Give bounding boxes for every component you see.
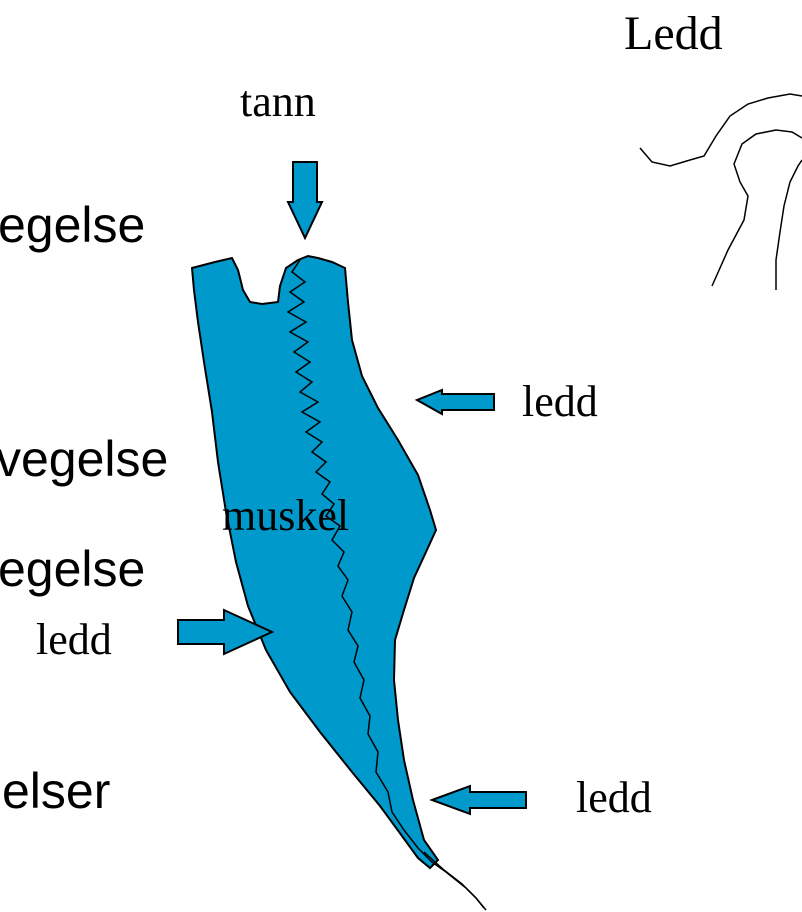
tooth-arrow [288,162,322,238]
left-text-line-2: vegelse [0,434,168,484]
jaw-sketch-lower [712,130,802,286]
muscle-label: muskel [222,494,349,538]
left-text-line-4: elser [2,766,110,816]
tooth-label: tann [240,80,316,124]
diagram-title: Ledd [624,10,723,58]
joint-label-lower-right: ledd [576,776,652,820]
jaw-body-shape [192,256,438,868]
jaw-sketch-inner [776,160,802,290]
left-text-line-3: egelse [0,544,145,594]
joint-arrow-lower-right [432,786,526,814]
left-text-line-1: egelse [0,200,145,250]
joint-arrow-upper-right [417,390,494,414]
tail-strand [424,852,486,910]
joint-label-left: ledd [36,618,112,662]
joint-label-upper-right: ledd [522,380,598,424]
